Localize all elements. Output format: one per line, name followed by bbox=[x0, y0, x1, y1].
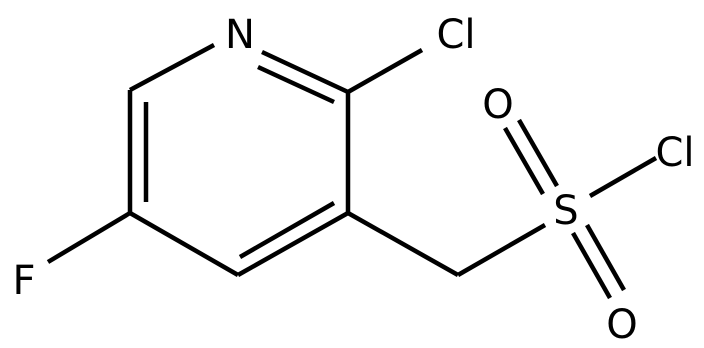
bond-c3-ch2 bbox=[346, 211, 460, 277]
bond-ch2-s bbox=[456, 223, 547, 277]
bond-c5-f bbox=[46, 211, 132, 264]
bond-n-c2 bbox=[261, 49, 349, 95]
bond-c3-c4-double bbox=[238, 201, 336, 259]
atom-sulfur: S bbox=[553, 188, 578, 234]
bond-c3-c4 bbox=[236, 211, 350, 277]
bond-c4-c5 bbox=[128, 211, 240, 277]
bond-c6-n bbox=[128, 43, 216, 92]
bond-s-o-lower-b bbox=[585, 223, 626, 292]
bond-s-o-upper-b bbox=[517, 118, 559, 188]
atom-oxygen-lower: O bbox=[606, 302, 637, 348]
atom-nitrogen: N bbox=[225, 12, 255, 58]
bond-s-o-lower-a bbox=[571, 231, 612, 300]
atom-fluorine: F bbox=[12, 258, 35, 304]
atom-chlorine-ring: Cl bbox=[436, 12, 475, 58]
bond-n-c2-double bbox=[257, 64, 335, 105]
bond-s-cl bbox=[588, 156, 658, 198]
atom-oxygen-upper: O bbox=[482, 82, 513, 128]
atom-chlorine-sulfonyl: Cl bbox=[655, 130, 694, 176]
bond-s-o-upper-a bbox=[503, 126, 545, 196]
bond-c2-cl bbox=[346, 48, 424, 94]
